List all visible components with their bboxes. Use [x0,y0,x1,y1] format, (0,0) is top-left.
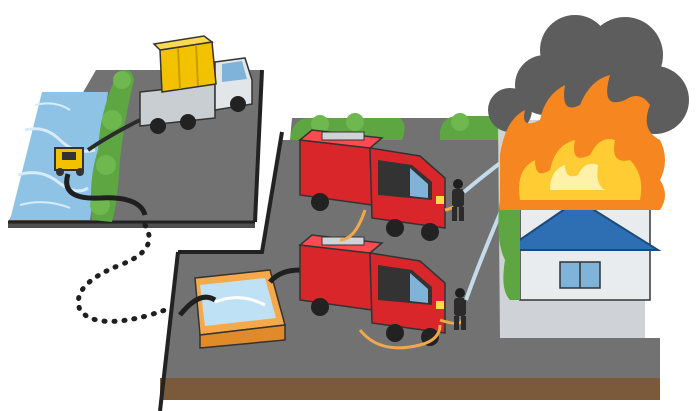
fire-engine-icon [298,234,446,346]
tank-hose [268,267,301,284]
hose-line-icon [64,118,148,216]
side-hedge [498,200,520,300]
suction-hose [178,294,217,317]
firefighter-icon [454,288,466,330]
flames [500,75,665,210]
firefighter-icon [452,179,464,221]
water-tank-icon [194,269,286,349]
dotted-supply-line [76,222,203,324]
pump-truck-icon [139,35,253,134]
portable-pump-icon [54,147,84,176]
fire-engine-icon [298,129,446,241]
